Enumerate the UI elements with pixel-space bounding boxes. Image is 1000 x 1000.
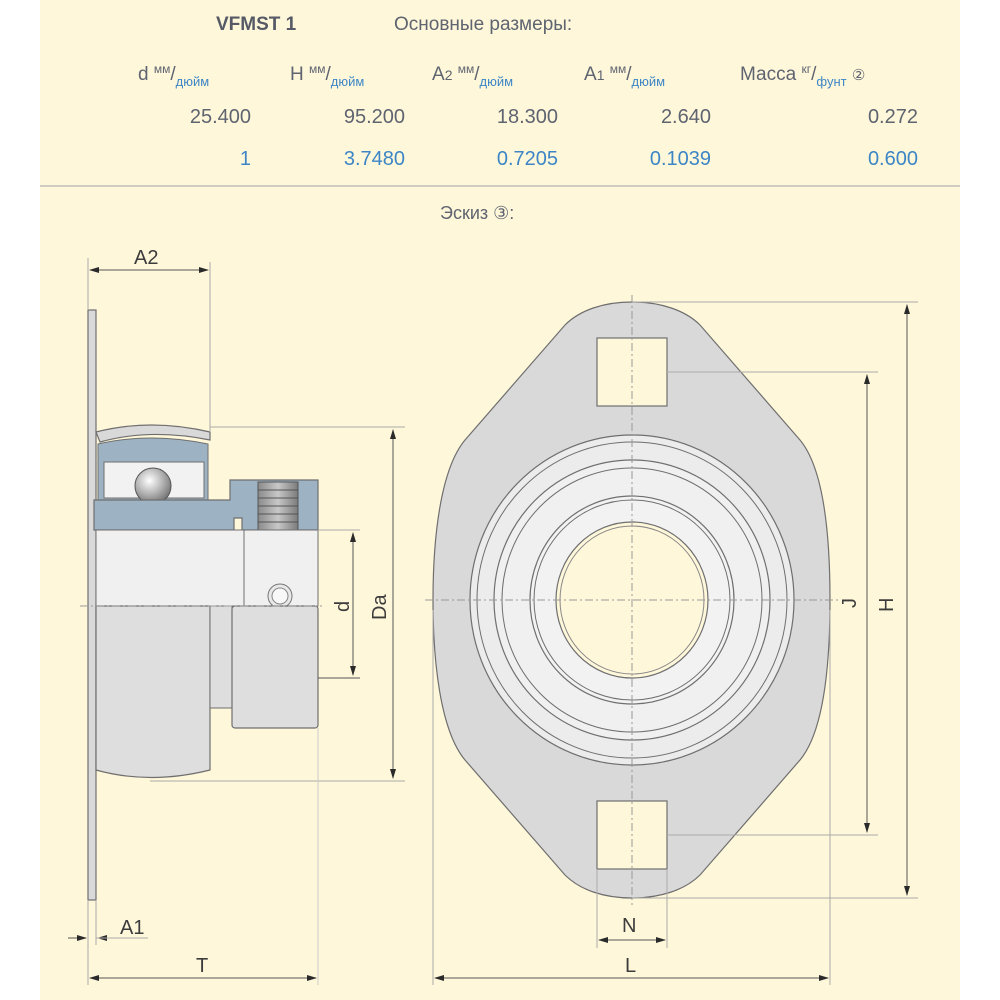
svg-text:A2: A2 (134, 247, 158, 269)
cell-mass-kg: 0.272 (867, 106, 918, 128)
svg-text:d: d (332, 601, 354, 612)
col-header-A1: A1 мм/дюйм (584, 62, 666, 89)
svg-text:L: L (625, 955, 636, 977)
sketch-label: Эскиз ③: (440, 203, 515, 223)
title-row: VFMST 1 Основные размеры: (0, 14, 1000, 44)
front-view: H J N L (425, 295, 918, 985)
svg-text:A1: A1 (120, 917, 144, 939)
col-header-d: d мм/дюйм (138, 62, 210, 89)
col-header-H: H мм/дюйм (290, 62, 365, 89)
cell-H-mm: 95.200 (343, 106, 405, 128)
cell-d-inch: 1 (239, 148, 251, 170)
side-view: A2 Da d A1 T (68, 247, 405, 985)
cell-A2-mm: 18.300 (496, 106, 558, 128)
svg-text:H: H (876, 598, 898, 612)
model-title: VFMST 1 (216, 14, 297, 35)
svg-text:N: N (622, 915, 636, 937)
col-header-A2: A2 мм/дюйм (432, 62, 514, 89)
cell-A1-mm: 2.640 (660, 106, 711, 128)
cell-H-inch: 3.7480 (343, 148, 405, 170)
section-subtitle: Основные размеры: (394, 14, 573, 35)
svg-text:T: T (196, 955, 208, 977)
svg-text:Da: Da (369, 594, 391, 620)
svg-text:J: J (839, 598, 861, 608)
section-divider (40, 185, 960, 187)
cell-d-mm: 25.400 (189, 106, 251, 128)
cell-A1-inch: 0.1039 (649, 148, 711, 170)
cell-mass-lb: 0.600 (867, 148, 918, 170)
cell-A2-inch: 0.7205 (496, 148, 558, 170)
col-header-mass: Масса кг/фунт ② (740, 62, 866, 89)
